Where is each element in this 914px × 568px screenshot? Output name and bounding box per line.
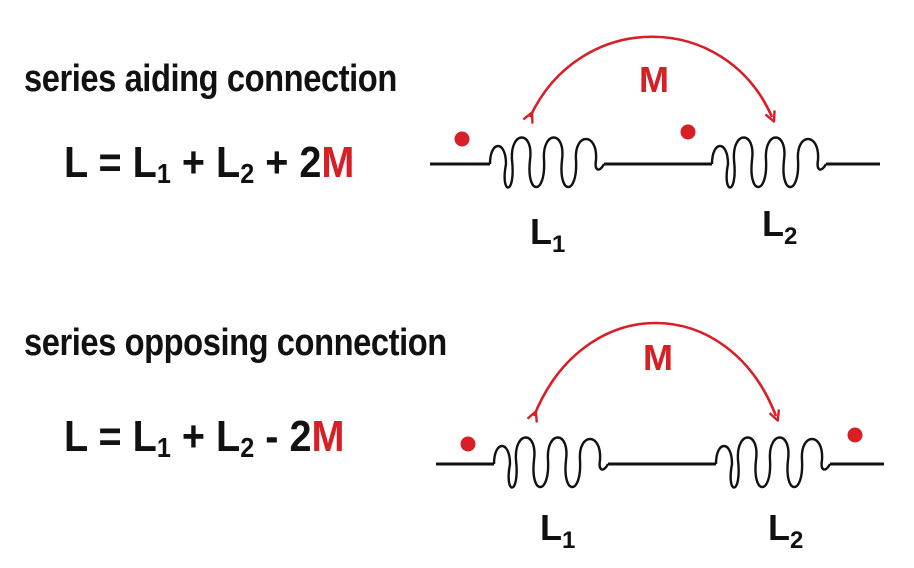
aiding-mutual-label: M — [639, 59, 669, 100]
opposing-dot-l1 — [460, 436, 476, 452]
aiding-formula-term1: L1 — [132, 138, 171, 189]
aiding-coil-l1 — [488, 136, 606, 189]
opposing-l1-label: L1 — [540, 507, 575, 554]
aiding-formula-eq: = — [98, 138, 122, 187]
aiding-formula-term2: L2 — [216, 138, 255, 189]
opposing-dot-l2 — [847, 427, 863, 443]
opposing-formula-op1: + — [181, 412, 206, 461]
aiding-l2-label: L2 — [762, 203, 797, 250]
opposing-formula-mutual: 2M — [289, 412, 345, 461]
opposing-coil-l2 — [714, 436, 832, 489]
opposing-formula-lhs: L — [64, 412, 88, 461]
opposing-mutual-arrow — [534, 321, 776, 416]
opposing-formula-term2: L2 — [216, 412, 255, 463]
aiding-formula-lhs: L — [64, 138, 88, 187]
opposing-l2-label: L2 — [768, 507, 803, 554]
opposing-formula: L = L1 + L2 - 2M — [64, 412, 344, 464]
aiding-formula: L = L1 + L2 + 2M — [64, 138, 354, 190]
opposing-formula-term1: L1 — [132, 412, 171, 463]
opposing-coil-l1 — [492, 436, 610, 489]
aiding-dot-l2 — [680, 124, 696, 140]
opposing-formula-op2: - — [265, 412, 279, 461]
opposing-mutual-label: M — [643, 337, 673, 378]
aiding-formula-op1: + — [181, 138, 206, 187]
aiding-coil-l2 — [710, 136, 828, 189]
aiding-formula-mutual: 2M — [299, 138, 355, 187]
aiding-formula-op2: + — [265, 138, 289, 187]
aiding-mutual-arrow — [530, 35, 772, 117]
aiding-circuit: M L1 L2 — [430, 35, 880, 258]
aiding-heading: series aiding connection — [24, 58, 397, 100]
aiding-l1-label: L1 — [530, 211, 565, 258]
opposing-circuit: M L1 L2 — [436, 321, 884, 554]
opposing-formula-eq: = — [98, 412, 122, 461]
aiding-dot-l1 — [454, 131, 470, 147]
opposing-heading: series opposing connection — [24, 322, 447, 364]
